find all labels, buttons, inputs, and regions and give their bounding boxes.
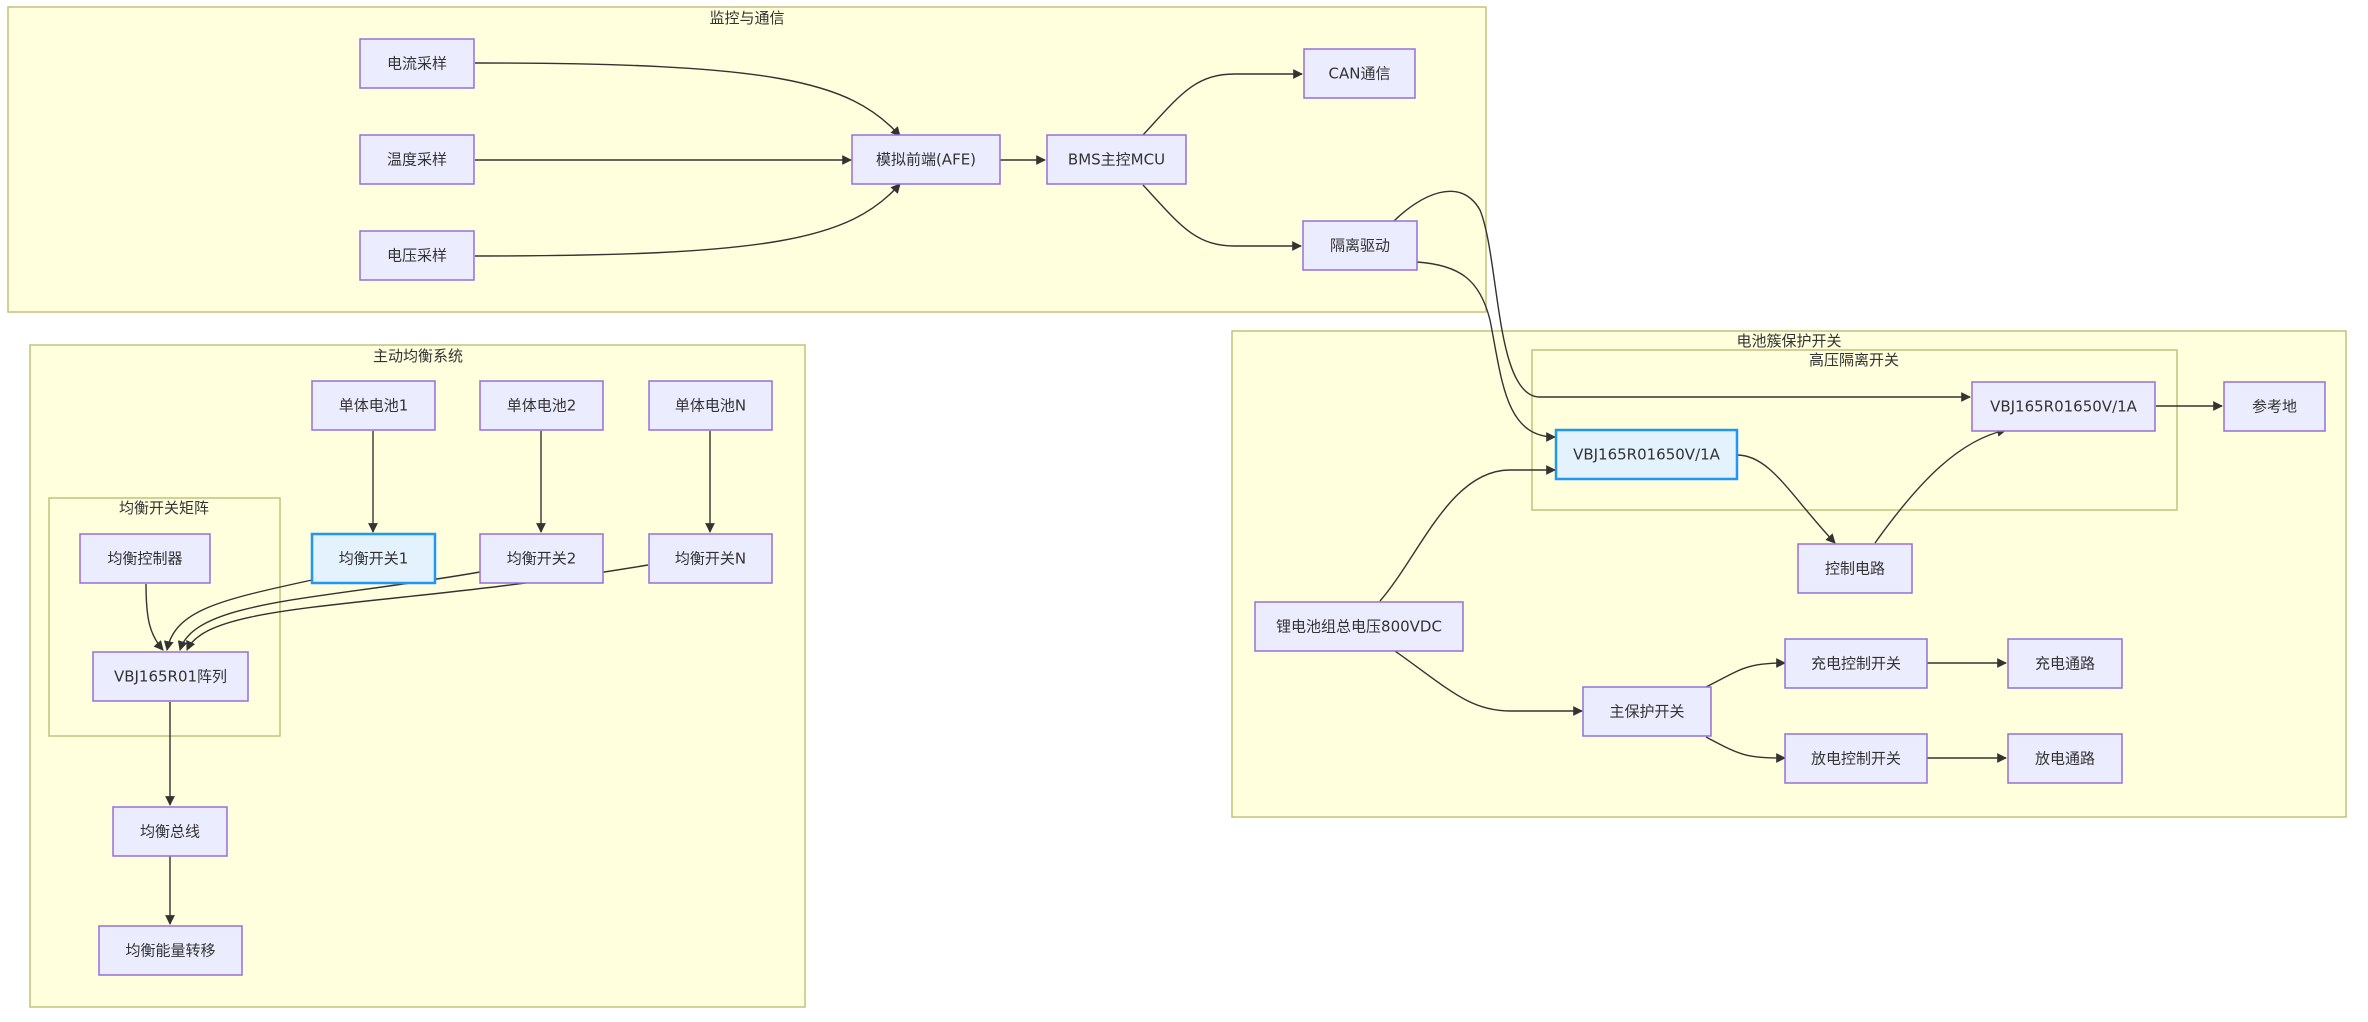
node-current-sampling: 电流采样: [359, 38, 475, 89]
node-discharge-control-switch: 放电控制开关: [1784, 733, 1928, 784]
node-label: 参考地: [2252, 398, 2297, 416]
node-afe: 模拟前端(AFE): [851, 134, 1001, 185]
node-label: 均衡总线: [140, 823, 200, 841]
node-label: BMS主控MCU: [1068, 151, 1165, 169]
node-balance-switch-n: 均衡开关N: [648, 533, 773, 584]
node-label: 电流采样: [387, 55, 447, 73]
cluster-matrix-title: 均衡开关矩阵: [119, 499, 209, 517]
edge-main-chg: [1705, 658, 1786, 688]
edge-iso-hvsw1: [1416, 261, 1556, 442]
node-label: 均衡开关2: [507, 550, 577, 568]
edge-current-afe: [474, 62, 901, 137]
node-cell-1: 单体电池1: [311, 380, 436, 431]
node-label: 锂电池组总电压800VDC: [1276, 618, 1442, 636]
node-label: 均衡开关1: [339, 550, 409, 568]
node-bms-mcu: BMS主控MCU: [1046, 134, 1187, 185]
node-label: 均衡开关N: [675, 550, 746, 568]
node-label: 模拟前端(AFE): [876, 151, 976, 169]
edge-sw1-array: [163, 579, 313, 651]
node-label: 单体电池1: [339, 397, 409, 415]
node-label: 均衡能量转移: [125, 942, 215, 960]
edge-hvsw1-ctrl: [1736, 454, 1836, 544]
node-label: 充电控制开关: [1811, 655, 1901, 673]
node-voltage-sampling: 电压采样: [359, 230, 475, 281]
node-label: 单体电池2: [507, 397, 577, 415]
cluster-protect-title: 电池簇保护开关: [1736, 332, 1841, 350]
node-label: VBJ165R01阵列: [114, 668, 227, 686]
node-main-protection-switch: 主保护开关: [1582, 686, 1712, 737]
edge-bctrl-array: [145, 583, 164, 651]
node-hv-switch-1: VBJ165R01650V/1A: [1554, 428, 1739, 481]
node-balance-controller: 均衡控制器: [79, 533, 211, 584]
node-label: 单体电池N: [675, 397, 746, 415]
node-control-circuit: 控制电路: [1797, 543, 1913, 594]
cluster-monitor-title: 监控与通信: [709, 9, 784, 27]
edge-iso-hvsw2: [1392, 190, 1971, 402]
cluster-hv-isolation-title: 高压隔离开关: [1809, 351, 1899, 369]
node-reference-ground: 参考地: [2223, 381, 2326, 432]
edge-main-dch: [1705, 736, 1786, 763]
edge-pack-main: [1394, 650, 1583, 716]
node-label: 均衡控制器: [107, 550, 182, 568]
edge-mcu-can: [1142, 69, 1303, 136]
node-label: 充电通路: [2035, 655, 2095, 673]
node-label: 放电通路: [2035, 750, 2095, 768]
node-hv-switch-2: VBJ165R01650V/1A: [1971, 381, 2156, 432]
node-vbj-array: VBJ165R01阵列: [92, 651, 249, 702]
node-can: CAN通信: [1303, 48, 1416, 99]
node-temp-sampling: 温度采样: [359, 134, 475, 185]
node-cell-2: 单体电池2: [479, 380, 604, 431]
edge-mcu-iso: [1142, 184, 1302, 251]
node-charge-path: 充电通路: [2007, 638, 2123, 689]
edges: [145, 62, 2223, 925]
node-balance-switch-2: 均衡开关2: [479, 533, 604, 584]
node-balance-bus: 均衡总线: [112, 806, 228, 857]
node-label: 放电控制开关: [1811, 750, 1901, 768]
node-label: 温度采样: [387, 151, 447, 169]
node-cell-n: 单体电池N: [648, 380, 773, 431]
edge-ctrl-hvsw2: [1874, 427, 2007, 544]
cluster-balance-title: 主动均衡系统: [373, 347, 463, 365]
node-label: 控制电路: [1825, 560, 1885, 578]
edge-pack-hvsw1: [1379, 465, 1556, 602]
node-charge-control-switch: 充电控制开关: [1784, 638, 1928, 689]
node-label: 主保护开关: [1609, 703, 1684, 721]
node-isolation-driver: 隔离驱动: [1302, 220, 1418, 271]
node-label: VBJ165R01650V/1A: [1573, 446, 1721, 464]
node-label: 电压采样: [387, 247, 447, 265]
node-battery-pack: 锂电池组总电压800VDC: [1254, 601, 1464, 652]
node-label: CAN通信: [1329, 65, 1391, 83]
node-energy-transfer: 均衡能量转移: [98, 925, 243, 976]
node-label: 隔离驱动: [1330, 237, 1390, 255]
edge-voltage-afe: [474, 183, 901, 257]
node-label: VBJ165R01650V/1A: [1990, 398, 2138, 416]
node-discharge-path: 放电通路: [2007, 733, 2123, 784]
node-balance-switch-1: 均衡开关1: [310, 532, 437, 585]
